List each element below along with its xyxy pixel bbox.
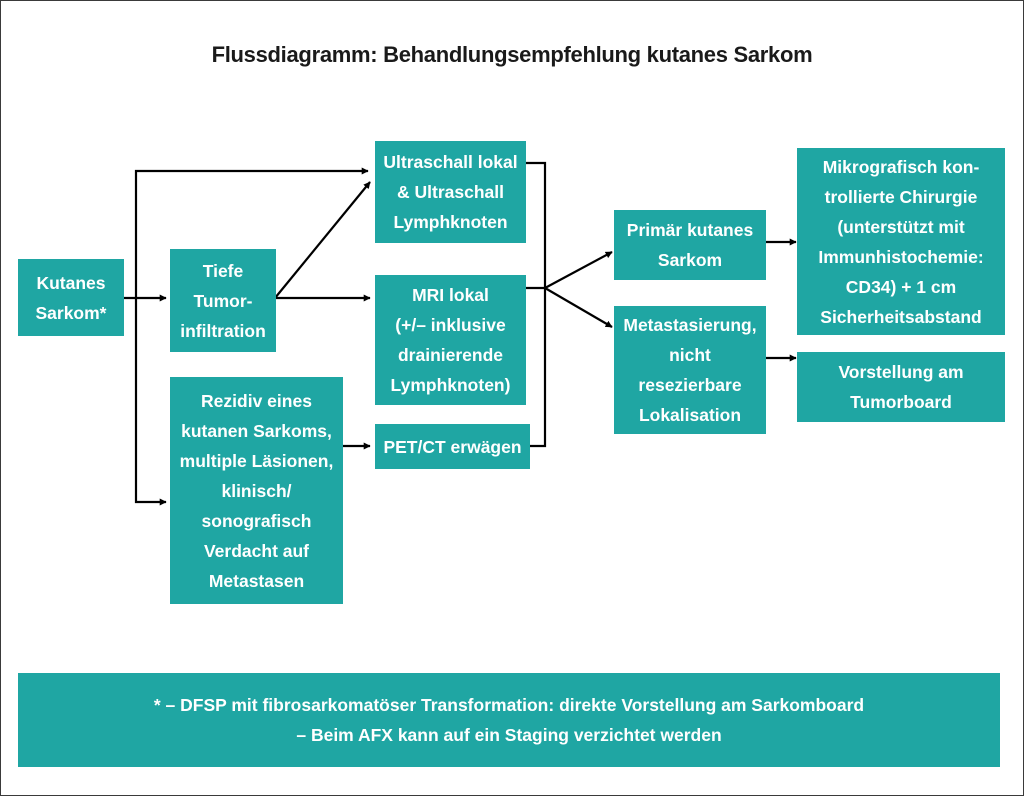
- node-mikrografisch: Mikrografisch kon- trollierte Chirurgie …: [797, 148, 1005, 335]
- node-tiefe-tumorinfiltration-label: Tiefe Tumor- infiltration: [180, 260, 266, 341]
- node-tiefe-tumorinfiltration: Tiefe Tumor- infiltration: [170, 249, 276, 352]
- node-rezidiv: Rezidiv eines kutanen Sarkoms, multiple …: [170, 377, 343, 604]
- node-primaer-kutanes-sarkom: Primär kutanes Sarkom: [614, 210, 766, 280]
- arrow-imaging-to-metastasierung: [544, 287, 613, 328]
- node-metastasierung-label: Metastasierung, nicht resezierbare Lokal…: [623, 315, 757, 425]
- node-kutanes-sarkom: Kutanes Sarkom*: [18, 259, 124, 336]
- node-primaer-kutanes-sarkom-label: Primär kutanes Sarkom: [626, 220, 754, 270]
- arrow-kutanes-to-rezidiv: [134, 298, 167, 506]
- footnote-box: * – DFSP mit fibrosarkomatöser Transform…: [18, 673, 1000, 767]
- node-mri: MRI lokal (+/– inklusive drainierende Ly…: [375, 275, 526, 405]
- bracket-imaging: [526, 161, 547, 448]
- node-ultraschall: Ultraschall lokal & Ultraschall Lymphkno…: [375, 141, 526, 243]
- arrow-kutanes-to-ultraschall: [134, 167, 369, 298]
- node-petct-label: PET/CT erwägen: [383, 436, 522, 457]
- arrow-imaging-to-primaer: [544, 251, 613, 289]
- diagram-title: Flussdiagramm: Behandlungsempfehlung kut…: [211, 42, 813, 67]
- node-tumorboard-label: Vorstellung am Tumorboard: [838, 362, 964, 412]
- node-tumorboard: Vorstellung am Tumorboard: [797, 352, 1005, 422]
- node-metastasierung: Metastasierung, nicht resezierbare Lokal…: [614, 306, 766, 434]
- node-ultraschall-label: Ultraschall lokal & Ultraschall Lymphkno…: [383, 152, 518, 232]
- node-mri-label: MRI lokal (+/– inklusive drainierende Ly…: [390, 285, 511, 395]
- node-mikrografisch-label: Mikrografisch kon- trollierte Chirurgie …: [818, 156, 984, 327]
- node-rezidiv-label: Rezidiv eines kutanen Sarkoms, multiple …: [179, 390, 334, 591]
- footnote-line-2: – Beim AFX kann auf ein Staging verzicht…: [296, 725, 722, 745]
- footnote-line-1: * – DFSP mit fibrosarkomatöser Transform…: [153, 695, 865, 715]
- node-petct: PET/CT erwägen: [375, 424, 530, 469]
- node-kutanes-sarkom-label: Kutanes Sarkom*: [35, 272, 107, 323]
- arrow-tiefe-to-ultraschall: [274, 181, 371, 299]
